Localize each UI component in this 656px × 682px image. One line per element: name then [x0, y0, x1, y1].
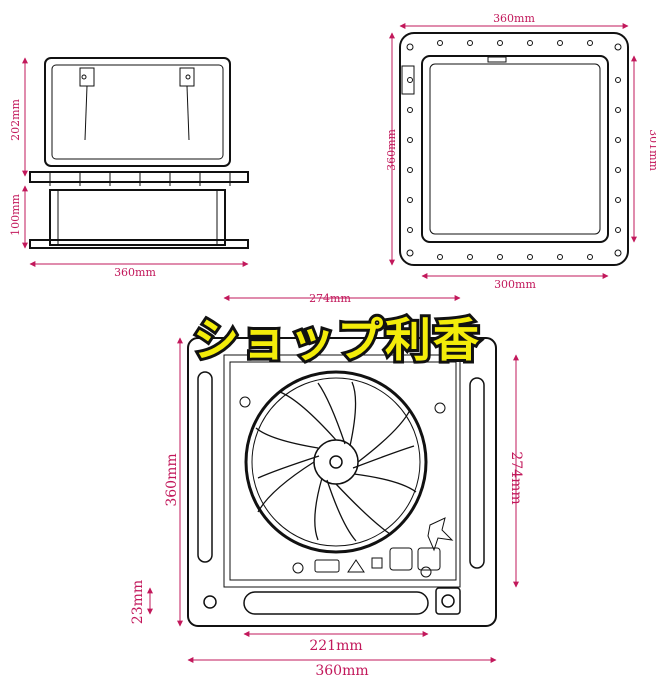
top-view-height-left: 360mm [385, 129, 398, 171]
side-view-height-upper: 202mm [9, 99, 22, 141]
side-view-dimensions [22, 57, 249, 267]
bottom-view-width-top: 274mm [309, 292, 351, 305]
top-view-height-right: 301mm [647, 129, 656, 171]
top-view-drawing [399, 32, 629, 266]
side-view-drawing [29, 57, 249, 249]
top-view-width-bottom: 300mm [494, 278, 536, 291]
shop-watermark: ショップ利香 [193, 313, 481, 367]
bottom-view-dimensions [147, 295, 519, 663]
side-view-width: 360mm [114, 266, 156, 279]
top-view-screw-holes [406, 40, 622, 260]
flange-bolts [49, 172, 231, 186]
fan [244, 370, 428, 554]
bottom-view-width-bottom: 360mm [315, 663, 368, 679]
top-view-dimensions [389, 23, 637, 279]
bottom-view-drawing [187, 337, 497, 627]
bottom-view-vent-width: 221mm [309, 638, 362, 654]
bottom-view-height-right: 274mm [508, 451, 524, 504]
bottom-view-depth-bottom: 23mm [130, 580, 146, 624]
top-view-width-top: 360mm [493, 12, 535, 25]
bottom-view-height-left: 360mm [164, 453, 180, 506]
control-panel [314, 517, 454, 578]
side-view-height-lower: 100mm [9, 194, 22, 236]
